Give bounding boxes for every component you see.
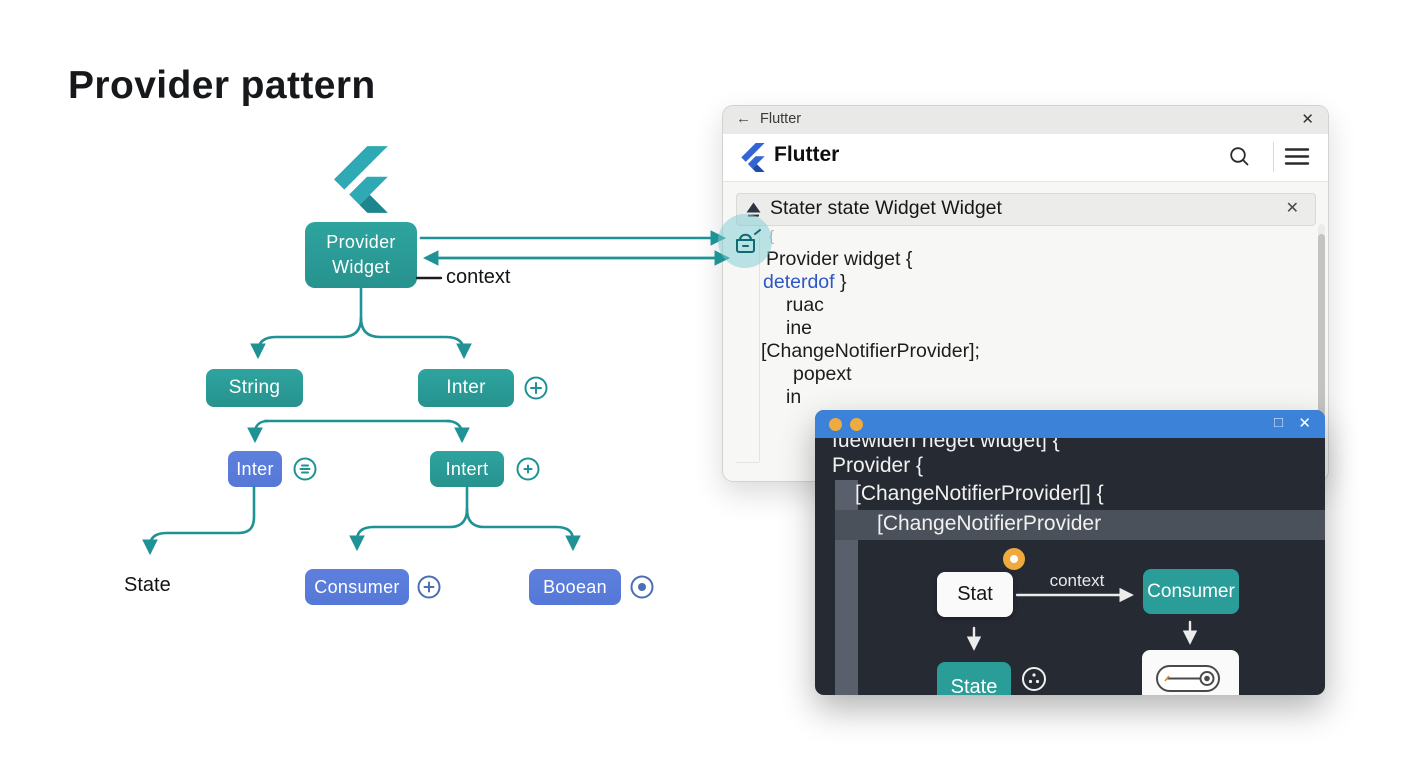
booean-node: Booean [529,569,621,605]
code-line: Provider widget { [766,248,913,270]
consumer-node: Consumer [305,569,409,605]
code-line: deterdof } [763,271,847,294]
code-text: } [834,271,847,293]
slider-icon [1156,665,1220,692]
provider-widget-node: Provider Widget [305,222,417,288]
plus-circle-small-icon [516,457,540,481]
plus-circle-icon [524,376,548,400]
badge-dot-icon [1003,548,1025,570]
code-line: in [786,386,802,408]
app-header: Flutter [723,134,1328,182]
scrollbar-thumb[interactable] [1318,234,1325,462]
code-editor: fuewiden neget widget] { Provider { [Cha… [815,429,1325,695]
code-line: ruac [786,294,824,316]
intert-node: Intert [430,451,504,487]
gutter-corner [736,462,759,463]
menu-icon[interactable] [1284,147,1310,166]
stat-node: Stat [937,572,1013,617]
lines-circle-icon [293,457,317,481]
code-keyword: deterdof [763,271,835,293]
code-line: Provider { [832,454,924,477]
flutter-window-titlebar[interactable]: ← Flutter ✕ [723,106,1328,135]
code-line: [ChangeNotifierProvider]; [761,340,980,362]
close-icon[interactable]: ✕ [1298,415,1311,432]
flutter-logo-icon [741,143,765,172]
alert-close-icon[interactable]: ✕ [1285,200,1299,217]
search-icon[interactable] [1228,145,1251,168]
close-icon[interactable]: ✕ [1301,111,1314,128]
maximize-icon[interactable]: □ [1273,414,1283,431]
warning-icon [746,202,761,217]
code-window: fuewiden neget widget] { Provider { [Cha… [815,410,1325,695]
node-label: Provider [326,232,396,252]
active-code-line: [ChangeNotifierProvider [835,510,1325,540]
page-title: Provider pattern [68,64,376,107]
header-divider [1273,142,1274,172]
code-line: [ChangeNotifierProvider[] { [855,482,1104,505]
scrollbar[interactable] [1318,224,1325,476]
dot-circle-icon [630,575,654,599]
code-window-titlebar[interactable]: □ ✕ [815,410,1325,438]
code-line: ine [786,317,813,339]
code-text: [ChangeNotifierProvider [877,512,1102,535]
titlebar-dot-icon [829,418,842,431]
state-node: State [937,662,1011,695]
node-label: Widget [332,257,390,277]
alert-text: Stater state Widget Widget [770,197,1002,219]
window-title: Flutter [760,111,802,127]
alert-banner: Stater state Widget Widget ✕ [736,193,1316,226]
plus-circle-icon [417,575,441,599]
inter-blue-node: Inter [228,451,282,487]
titlebar-dot-icon [850,418,863,431]
app-content: Stater state Widget Widget ✕ { Provider … [723,181,1328,481]
string-node: String [206,369,303,407]
back-icon[interactable]: ← [736,110,751,127]
dots-circle-icon [1021,666,1047,692]
app-title: Flutter [774,143,840,166]
state-label: State [124,574,171,596]
code-line: { [769,228,775,245]
consumer-node: Consumer [1143,569,1239,614]
slider-widget [1142,650,1239,695]
inter-node: Inter [418,369,514,407]
diagram-arrows [966,587,1198,651]
code-line: popext [793,363,852,385]
gutter-divider [759,226,760,462]
flutter-logo [334,146,388,213]
context-label: context [1049,571,1105,590]
context-label: context [446,266,511,288]
